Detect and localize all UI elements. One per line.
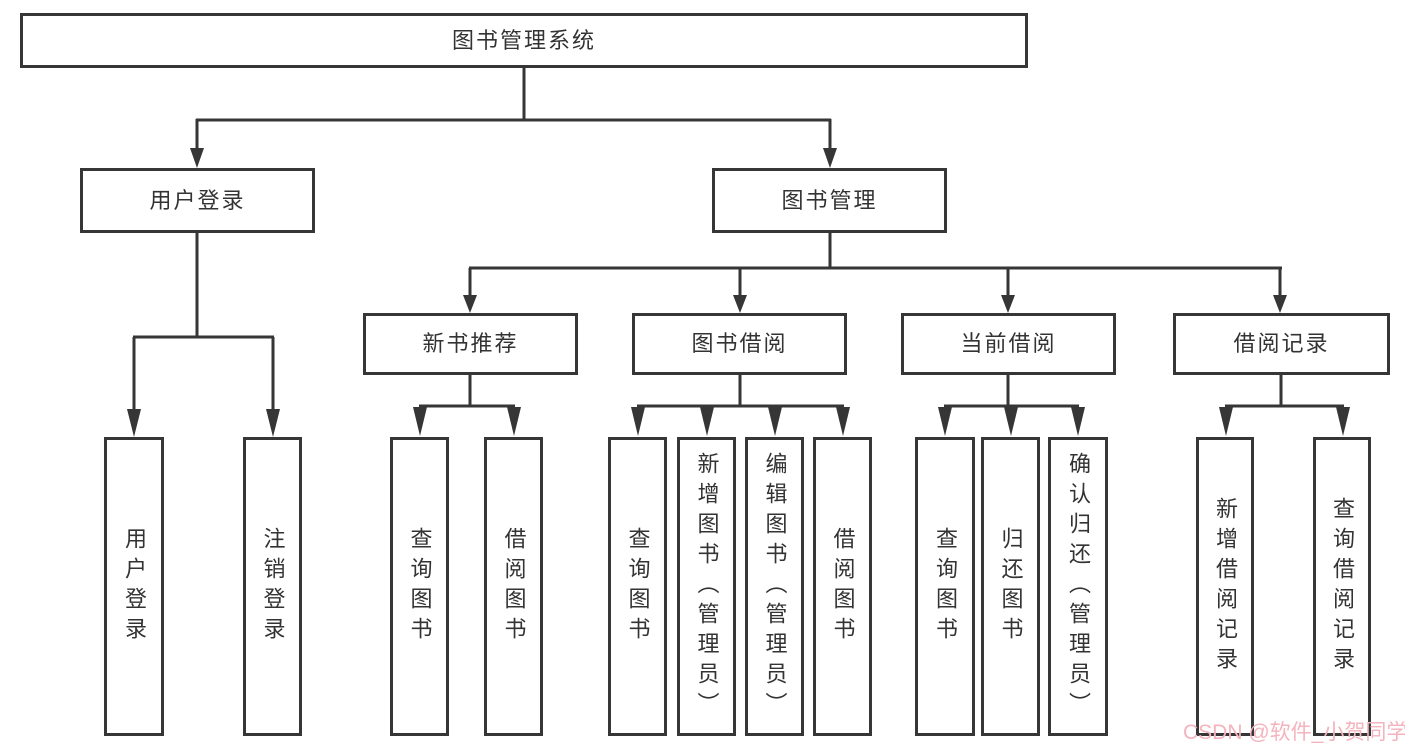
- leaf-logout-label: 注销登录: [260, 526, 286, 647]
- leaf-cb-return-books-label: 归还图书: [998, 526, 1024, 647]
- arrow-down-icon: [836, 407, 850, 436]
- arrow-down-icon: [823, 148, 837, 168]
- leaf-bb-add-books-admin-label: 新增图书（管理员）: [694, 451, 720, 722]
- leaf-br-add-record-label: 新增借阅记录: [1213, 496, 1238, 677]
- leaf-br-query-record-label: 查询借阅记录: [1330, 496, 1355, 677]
- leaf-bb-borrow-books-label: 借阅图书: [830, 526, 856, 647]
- arrow-down-icon: [507, 407, 521, 436]
- leaf-bb-edit-books-admin-label: 编辑图书（管理员）: [762, 451, 788, 722]
- leaf-cb-query-books: 查询图书: [915, 437, 975, 736]
- leaf-br-add-record: 新增借阅记录: [1196, 437, 1254, 736]
- arrow-down-icon: [266, 409, 280, 437]
- arrow-down-icon: [631, 407, 645, 436]
- leaf-bb-add-books-admin: 新增图书（管理员）: [677, 437, 736, 736]
- leaf-bb-query-books: 查询图书: [608, 437, 667, 736]
- arrow-down-icon: [463, 295, 477, 313]
- node-user-login-label: 用户登录: [149, 187, 246, 213]
- arrow-down-icon: [413, 407, 427, 436]
- leaf-user-login: 用户登录: [104, 437, 164, 736]
- node-new-book-recommend: 新书推荐: [363, 313, 578, 375]
- leaf-cb-return-books: 归还图书: [981, 437, 1040, 736]
- arrow-down-icon: [1336, 407, 1350, 436]
- node-borrow-records-label: 借阅记录: [1233, 331, 1330, 356]
- node-book-borrow-label: 图书借阅: [691, 331, 788, 356]
- leaf-cb-query-books-label: 查询图书: [933, 526, 958, 647]
- node-current-borrow: 当前借阅: [901, 313, 1116, 375]
- node-book-borrow: 图书借阅: [632, 313, 847, 375]
- leaf-logout: 注销登录: [243, 437, 302, 736]
- arrow-down-icon: [700, 407, 714, 436]
- leaf-bb-query-books-label: 查询图书: [625, 526, 651, 647]
- node-new-book-recommend-label: 新书推荐: [422, 331, 519, 356]
- leaf-bb-borrow-books: 借阅图书: [813, 437, 872, 736]
- arrow-down-icon: [1273, 295, 1287, 313]
- leaf-nb-borrow-books: 借阅图书: [484, 437, 543, 736]
- arrow-down-icon: [938, 407, 952, 436]
- leaf-user-login-label: 用户登录: [122, 526, 147, 647]
- arrow-down-icon: [768, 407, 782, 436]
- leaf-nb-query-books-label: 查询图书: [407, 526, 433, 647]
- node-borrow-records: 借阅记录: [1173, 313, 1390, 375]
- node-root: 图书管理系统: [20, 13, 1028, 68]
- leaf-cb-confirm-return-admin: 确认归还（管理员）: [1048, 437, 1108, 736]
- node-book-management: 图书管理: [712, 168, 947, 233]
- leaf-br-query-record: 查询借阅记录: [1313, 437, 1371, 736]
- leaf-nb-borrow-books-label: 借阅图书: [501, 526, 527, 647]
- connector-line: [132, 68, 1344, 411]
- arrow-down-icon: [1071, 407, 1085, 436]
- arrow-down-icon: [127, 409, 141, 437]
- leaf-nb-query-books: 查询图书: [390, 437, 449, 736]
- arrow-down-icon: [1004, 407, 1018, 436]
- arrow-down-icon: [733, 295, 747, 313]
- node-root-label: 图书管理系统: [451, 27, 596, 53]
- leaf-cb-confirm-return-admin-label: 确认归还（管理员）: [1066, 451, 1091, 722]
- node-current-borrow-label: 当前借阅: [960, 331, 1057, 356]
- node-book-management-label: 图书管理: [781, 187, 878, 213]
- node-user-login: 用户登录: [80, 168, 315, 233]
- watermark: CSDN @软件_小贺同学: [1183, 721, 1405, 744]
- leaf-bb-edit-books-admin: 编辑图书（管理员）: [745, 437, 804, 736]
- arrow-down-icon: [190, 148, 204, 168]
- arrow-down-icon: [1219, 407, 1233, 436]
- arrow-down-icon: [1001, 295, 1015, 313]
